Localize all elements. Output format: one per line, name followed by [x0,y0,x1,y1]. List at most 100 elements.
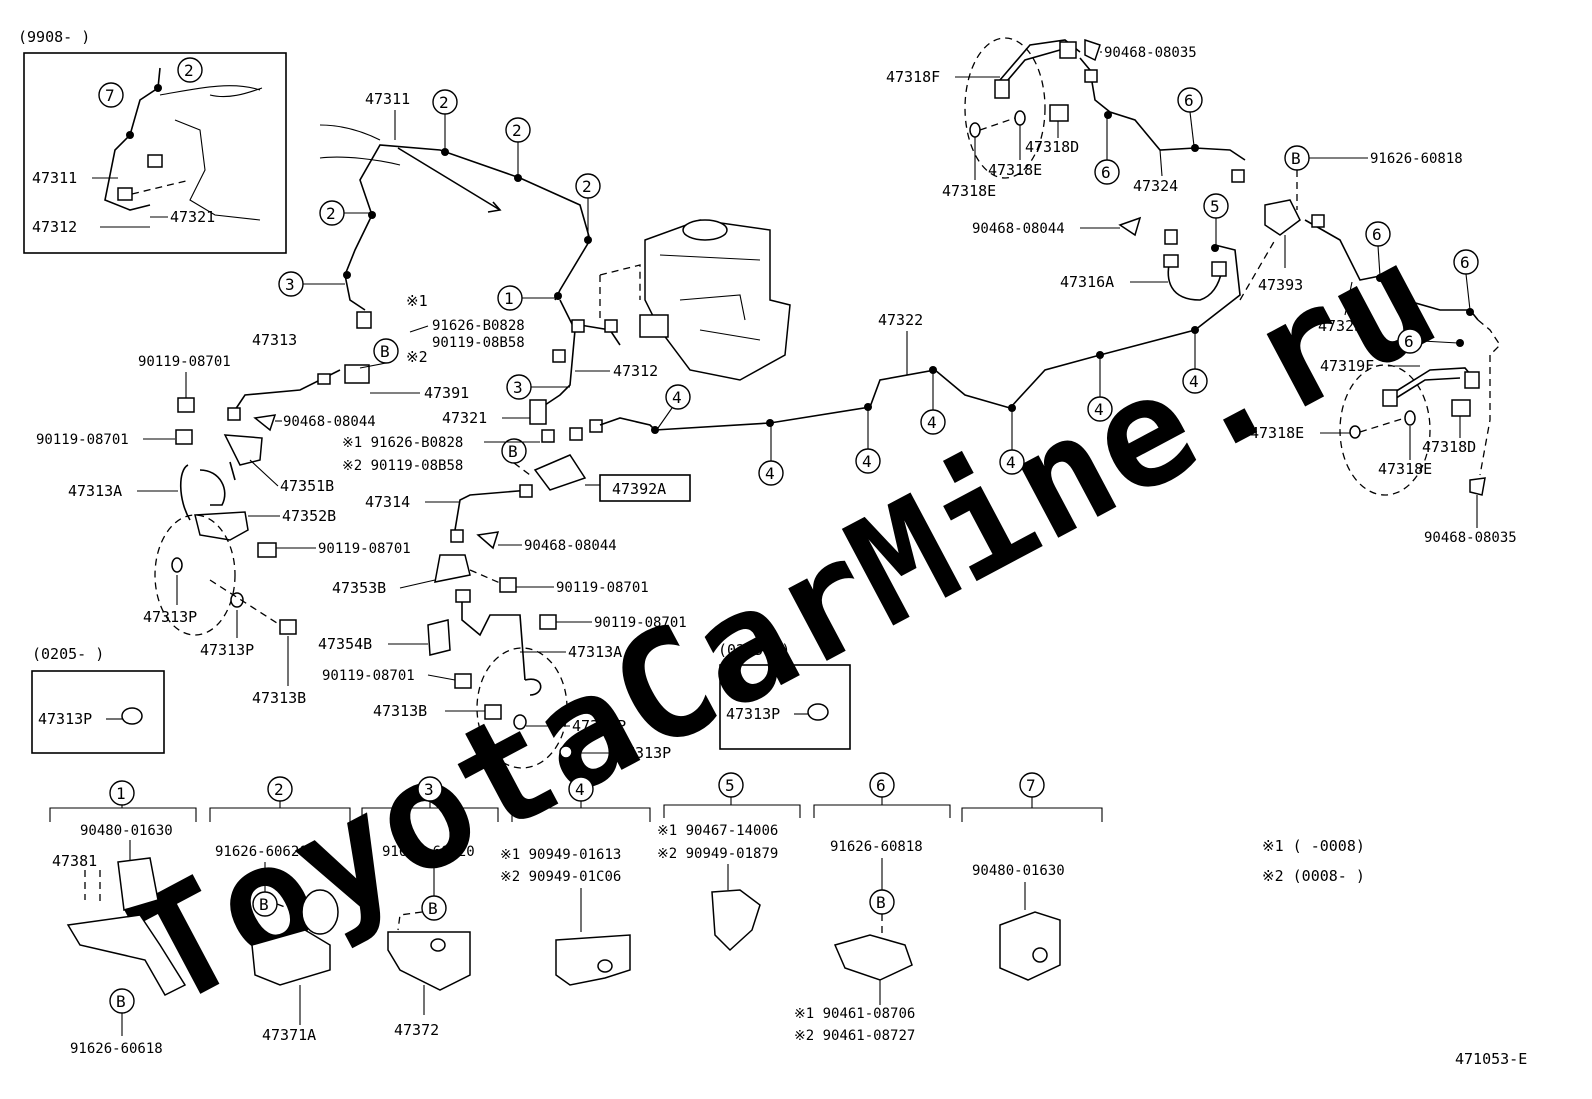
svg-text:47312: 47312 [613,362,658,380]
svg-text:47313: 47313 [252,331,297,349]
svg-text:6: 6 [1184,91,1194,110]
svg-text:4: 4 [672,388,682,407]
inset-top-left: (9908- ) 7 2 47311 47312 47321 [18,28,287,254]
svg-text:5: 5 [1210,197,1220,216]
svg-text:47316A: 47316A [1060,273,1114,291]
note-2: ※2 (0008- ) [1262,867,1365,885]
svg-text:90119-08701: 90119-08701 [36,432,129,448]
rear-left-assembly: 90468-08035 47318F 47318D 47318E 47318E … [886,37,1463,301]
svg-text:91626-60620: 91626-60620 [215,844,308,860]
note-1: ※1 ( -0008) [1262,837,1365,855]
svg-text:4: 4 [862,452,872,471]
svg-text:B: B [876,893,886,912]
nut-icon [571,319,585,333]
clip-90467-icon [711,889,761,952]
clip-47371A-icon [251,929,331,986]
svg-text:47312: 47312 [32,218,77,236]
svg-text:5: 5 [725,776,735,795]
svg-text:47318E: 47318E [1378,460,1432,478]
legend-group-4: 4 ※1 90949-01613 ※2 90949-01C06 [500,776,651,986]
clip-90461-icon [833,934,913,981]
svg-text:47321: 47321 [442,409,487,427]
svg-text:6: 6 [1101,163,1111,182]
svg-text:47325: 47325 [1318,317,1363,335]
legend-group-1: 1 90480-01630 47381 B 91626-60618 [49,780,197,1057]
svg-text:47353B: 47353B [332,579,386,597]
grommet-icon [356,311,372,329]
svg-text:47313P: 47313P [38,710,92,728]
svg-text:47313P: 47313P [572,717,626,735]
svg-text:2: 2 [184,61,194,80]
svg-text:※1 90467-14006: ※1 90467-14006 [657,823,778,839]
svg-text:90468-08044: 90468-08044 [972,221,1065,237]
svg-text:47311: 47311 [365,90,410,108]
legend-group-2: 2 91626-60620 B 47371A [209,776,351,1044]
figure-id: 471053-E [1455,1050,1527,1068]
inset-0205-left: (0205- ) 47313P [31,645,165,754]
svg-text:(0205- ): (0205- ) [718,641,790,659]
svg-text:47324: 47324 [1133,177,1178,195]
bolt-icon [279,619,297,635]
svg-text:※2 90949-01879: ※2 90949-01879 [657,846,778,862]
svg-text:B: B [428,899,438,918]
svg-text:47372: 47372 [394,1021,439,1039]
svg-text:1: 1 [504,289,514,308]
bolt-icon [499,577,517,593]
highlighted-part-box [599,474,691,502]
svg-text:6: 6 [1372,225,1382,244]
svg-text:47393: 47393 [1258,276,1303,294]
svg-text:6: 6 [1404,332,1414,351]
svg-text:47313P: 47313P [617,744,671,762]
svg-text:47352B: 47352B [282,507,336,525]
svg-text:※1 90949-01613: ※1 90949-01613 [500,847,621,863]
inset-date-range: (9908- ) [18,28,90,46]
svg-text:47391: 47391 [424,384,469,402]
grommet-icon [807,703,829,721]
valve-icon [639,314,669,338]
rear-right-assembly: 6 6 47325 6 47319F 47318E 47318D 47318E … [1250,214,1517,546]
svg-text:4: 4 [1006,453,1016,472]
inset-frame [23,52,287,254]
svg-text:90119-08701: 90119-08701 [556,580,649,596]
bolt-icon [1049,104,1069,122]
svg-text:90468-08044: 90468-08044 [524,538,617,554]
svg-text:B: B [1291,149,1301,168]
svg-text:90468-08035: 90468-08035 [1424,530,1517,546]
bolt-icon [177,397,195,413]
svg-text:91626-60818: 91626-60818 [830,839,923,855]
svg-text:90119-08701: 90119-08701 [594,615,687,631]
bolt-icon [539,614,557,630]
clip-icon [253,414,277,432]
svg-text:90480-01630: 90480-01630 [80,823,173,839]
svg-text:47318D: 47318D [1025,138,1079,156]
svg-text:90119-08B58: 90119-08B58 [432,335,525,351]
svg-text:47319F: 47319F [1320,357,1374,375]
svg-text:47311: 47311 [32,169,77,187]
clip-icon [476,531,500,550]
svg-text:7: 7 [1026,776,1036,795]
svg-text:※1: ※1 [406,292,428,310]
svg-text:90119-08701: 90119-08701 [322,668,415,684]
svg-text:7: 7 [105,86,115,105]
svg-text:90468-08035: 90468-08035 [1104,45,1197,61]
master-cylinder-icon [644,219,791,381]
nut-icon [227,407,241,421]
rear-brake-line: 4 4 4 4 4 4 4 47322 5 [651,193,1241,486]
clip-icon [1469,477,1486,496]
svg-text:47318E: 47318E [988,161,1042,179]
clip-47372-icon [387,931,471,991]
clip-icon [1084,38,1101,62]
svg-text:47318F: 47318F [886,68,940,86]
svg-text:47318E: 47318E [942,182,996,200]
svg-text:6: 6 [1460,253,1470,272]
callout-2-icon [177,57,203,83]
nut-icon [604,319,618,333]
front-brake-lines: 47311 2 2 2 2 3 1 3 ※1 91626-B0828 [36,89,791,769]
junction-47392A-icon [533,454,587,491]
svg-text:47392A: 47392A [612,480,666,498]
svg-text:2: 2 [512,121,522,140]
legend-group-7: 7 90480-01630 [961,772,1103,981]
svg-text:4: 4 [1189,372,1199,391]
